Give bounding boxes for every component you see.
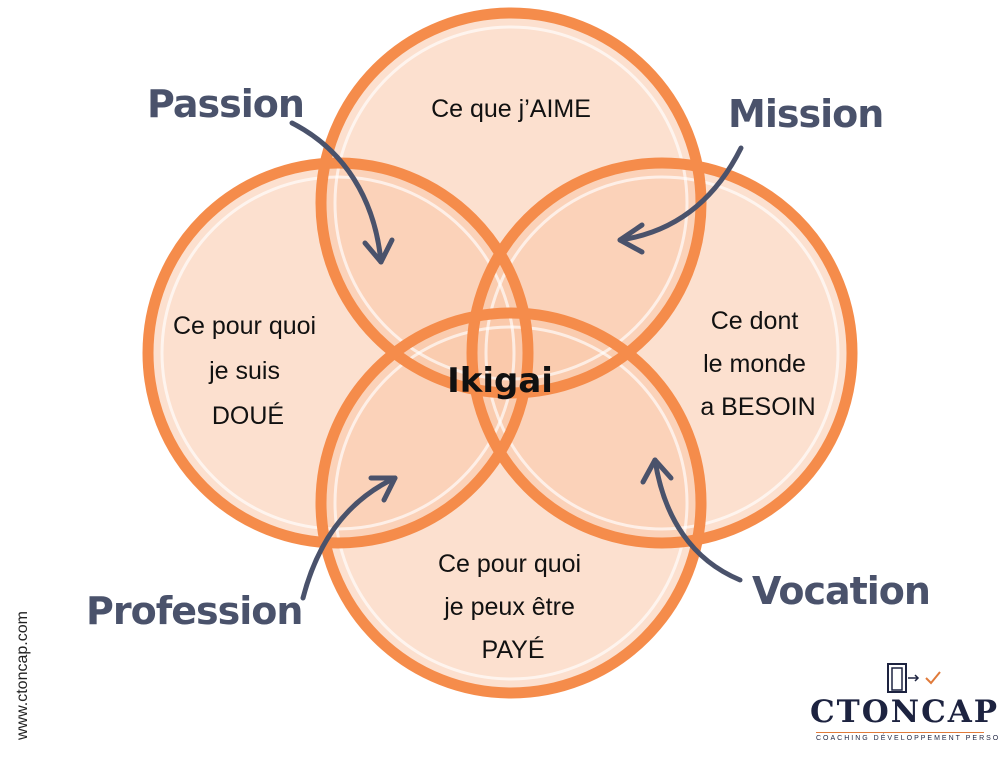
side-url-text: www.ctoncap.com — [14, 611, 31, 740]
corner-label-vocation: Vocation — [752, 569, 930, 613]
door-check-icon — [887, 663, 941, 693]
circle-top-label: Ce que j’AIME — [431, 95, 591, 123]
arrow-vocation — [640, 457, 743, 583]
circle-right-label: Ce dont le monde a BESOIN — [700, 307, 815, 421]
circle-left-label: Ce pour quoi je suis DOUÉ — [173, 312, 323, 430]
brand-block: CTONCAP COACHING DÉVELOPPEMENT PERSONNEL — [810, 660, 1000, 742]
corner-label-mission: Mission — [728, 92, 883, 136]
arrow-profession — [300, 475, 398, 601]
circle-right-ring — [466, 157, 858, 549]
circle-bottom-label: Ce pour quoi je peux être PAYÉ — [438, 550, 588, 664]
center-label: Ikigai — [447, 361, 553, 401]
arrow-passion — [289, 120, 395, 265]
circle-right-highlight — [484, 175, 840, 531]
arrow-mission — [617, 145, 744, 255]
circle-left-ring — [142, 157, 534, 549]
corner-label-profession: Profession — [86, 589, 302, 633]
circle-bottom-highlight — [333, 325, 689, 681]
corner-label-passion: Passion — [147, 82, 304, 126]
circle-bottom-fill — [321, 313, 701, 693]
circle-bottom-ring — [315, 307, 707, 699]
brand-name: CTONCAP — [810, 694, 1000, 730]
brand-tagline: COACHING DÉVELOPPEMENT PERSONNEL — [816, 732, 1000, 742]
